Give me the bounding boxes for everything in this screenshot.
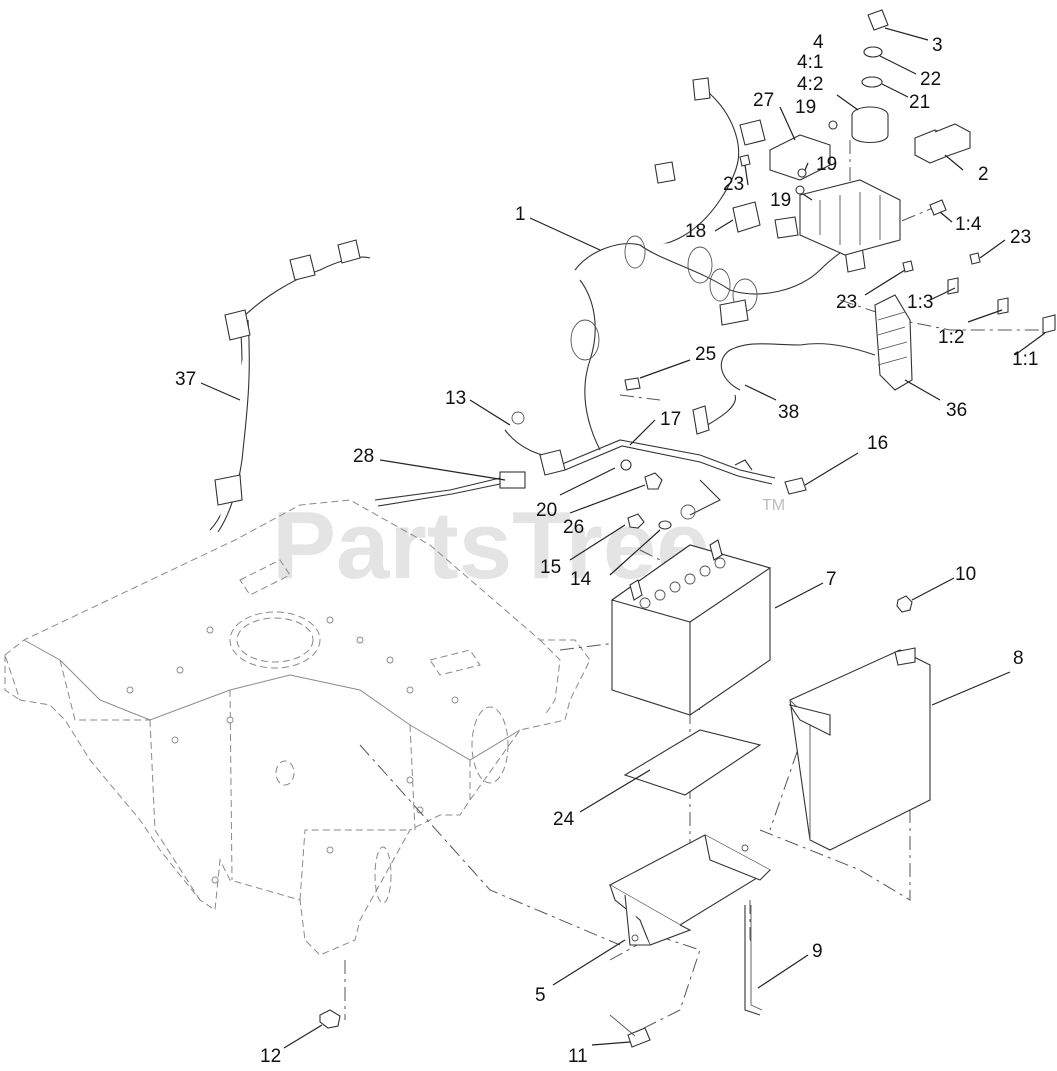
callout-4: 4	[813, 32, 824, 53]
callout-4-2: 4:2	[797, 74, 823, 95]
callout-23b: 23	[1010, 227, 1031, 248]
callout-21: 21	[909, 92, 930, 113]
callout-20: 20	[536, 500, 557, 521]
relay-2	[914, 123, 971, 164]
callout-1-4: 1:4	[955, 214, 982, 235]
callout-19a: 19	[795, 97, 816, 118]
callout-1-1: 1:1	[1012, 349, 1038, 370]
callout-3: 3	[932, 35, 943, 56]
harness-38	[692, 343, 876, 435]
screw-23c	[902, 260, 914, 273]
callout-7: 7	[826, 569, 837, 590]
screw-25	[624, 377, 641, 391]
harness-37	[209, 239, 371, 533]
callout-23c: 23	[836, 292, 857, 313]
callout-27: 27	[753, 90, 774, 111]
callout-26: 26	[563, 517, 584, 538]
nut-15	[627, 513, 645, 529]
callout-19b: 19	[816, 154, 837, 175]
j-bolt	[744, 905, 763, 1016]
callout-36: 36	[946, 400, 967, 421]
callout-25: 25	[695, 344, 716, 365]
callout-28: 28	[353, 446, 374, 467]
screw-23b	[969, 252, 981, 265]
callout-17: 17	[660, 409, 681, 430]
washer-14	[658, 520, 672, 530]
callout-15: 15	[540, 557, 561, 578]
terminal-1-3	[947, 277, 959, 295]
ignition-switch	[851, 9, 889, 144]
leader-lines	[200, 27, 1046, 1049]
callout-1-2: 1:2	[938, 327, 964, 348]
battery	[610, 539, 772, 716]
hardware	[620, 46, 981, 530]
callout-11: 11	[568, 1046, 588, 1067]
fuse-block	[799, 179, 901, 256]
callout-4-1: 4:1	[797, 52, 823, 73]
battery-cover	[788, 647, 931, 851]
callout-14: 14	[570, 569, 592, 590]
terminal-1-1	[1042, 314, 1056, 334]
chassis-frame	[4, 499, 591, 956]
callout-10: 10	[955, 564, 976, 585]
callout-8: 8	[1013, 648, 1024, 669]
washer-20	[620, 459, 632, 471]
callout-37: 37	[175, 369, 196, 390]
watermark-trademark: TM	[762, 497, 785, 514]
callout-16: 16	[867, 433, 888, 454]
wire-harness	[539, 77, 881, 476]
callout-13: 13	[445, 388, 466, 409]
callout-18: 18	[685, 221, 706, 242]
callout-1-3: 1:3	[907, 292, 933, 313]
cables	[374, 411, 776, 520]
callout-labels: 1 1:1 1:2 1:3 1:4 2 3 4 4:1 4:2 5 7 8 9 …	[175, 32, 1038, 1067]
nut-26	[644, 472, 663, 490]
callout-38: 38	[778, 402, 799, 423]
nut-22	[863, 46, 883, 58]
controller-module	[874, 294, 913, 391]
nut-10	[896, 595, 913, 613]
battery-tray	[608, 834, 772, 946]
screw-19c	[795, 185, 805, 195]
callout-1: 1	[515, 204, 526, 225]
bolt-16	[784, 477, 807, 495]
relay-27	[769, 134, 831, 181]
callout-2: 2	[978, 164, 989, 185]
callout-5: 5	[535, 985, 546, 1006]
screw-23a	[739, 154, 751, 167]
nut-12	[319, 1009, 341, 1029]
callout-22: 22	[920, 69, 941, 90]
screw-19b	[797, 168, 807, 178]
callout-19c: 19	[770, 190, 791, 211]
washer-21	[861, 76, 883, 88]
battery-pad	[623, 729, 762, 796]
callout-23a: 23	[723, 174, 744, 195]
callout-12: 12	[260, 1046, 281, 1067]
screw-19a	[828, 120, 838, 130]
bolt-11	[609, 1014, 651, 1048]
switch-18	[732, 201, 761, 233]
callout-24: 24	[553, 809, 575, 830]
terminal-1-4	[929, 199, 947, 216]
terminal-1-2	[997, 297, 1009, 315]
callout-9: 9	[812, 941, 823, 962]
